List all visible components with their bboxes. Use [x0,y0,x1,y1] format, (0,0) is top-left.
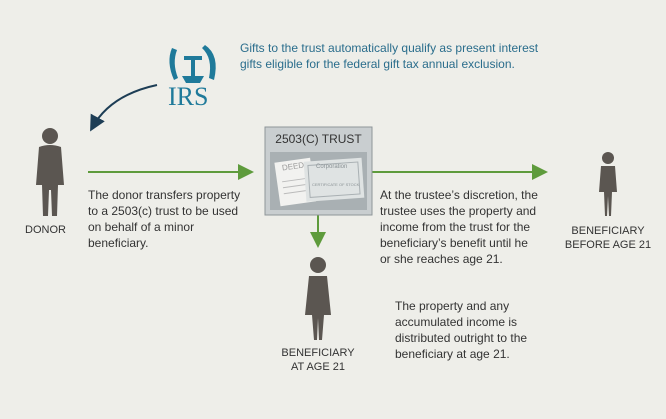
stock-certificate-icon [303,157,365,202]
beneficiary-before-line1: BENEFICIARY [571,225,645,237]
beneficiary-before-label: BENEFICIARY BEFORE AGE 21 [560,224,656,252]
beneficiary-at-line1: BENEFICIARY [281,347,355,359]
beneficiary-before-figure-icon [599,152,617,216]
beneficiary-at-figure-icon [305,257,331,340]
distribution-text: The property and any accumulated income … [395,299,528,361]
irs-curved-arrow [90,84,158,132]
donor-figure-icon [36,128,64,216]
certificate-title: Corporation [316,164,348,170]
beneficiary-before-line2: BEFORE AGE 21 [564,239,652,251]
trust-title: 2503(C) TRUST [275,132,362,146]
irs-note: Gifts to the trust automatically qualify… [240,41,539,71]
donor-label: DONOR [25,224,66,236]
irs-logo-text: IRS [168,82,209,111]
irs-eagle-icon [169,45,216,83]
beneficiary-at-line2: AT AGE 21 [290,361,345,373]
beneficiary-at-label: BENEFICIARY AT AGE 21 [270,346,366,374]
trust-box [264,126,373,216]
donor-description: The donor transfers property to a 2503(c… [88,188,241,250]
trustee-text: At the trustee’s discretion, the trustee… [380,188,538,266]
certificate-sub: CERTIFICATE OF STOCK [312,182,360,187]
